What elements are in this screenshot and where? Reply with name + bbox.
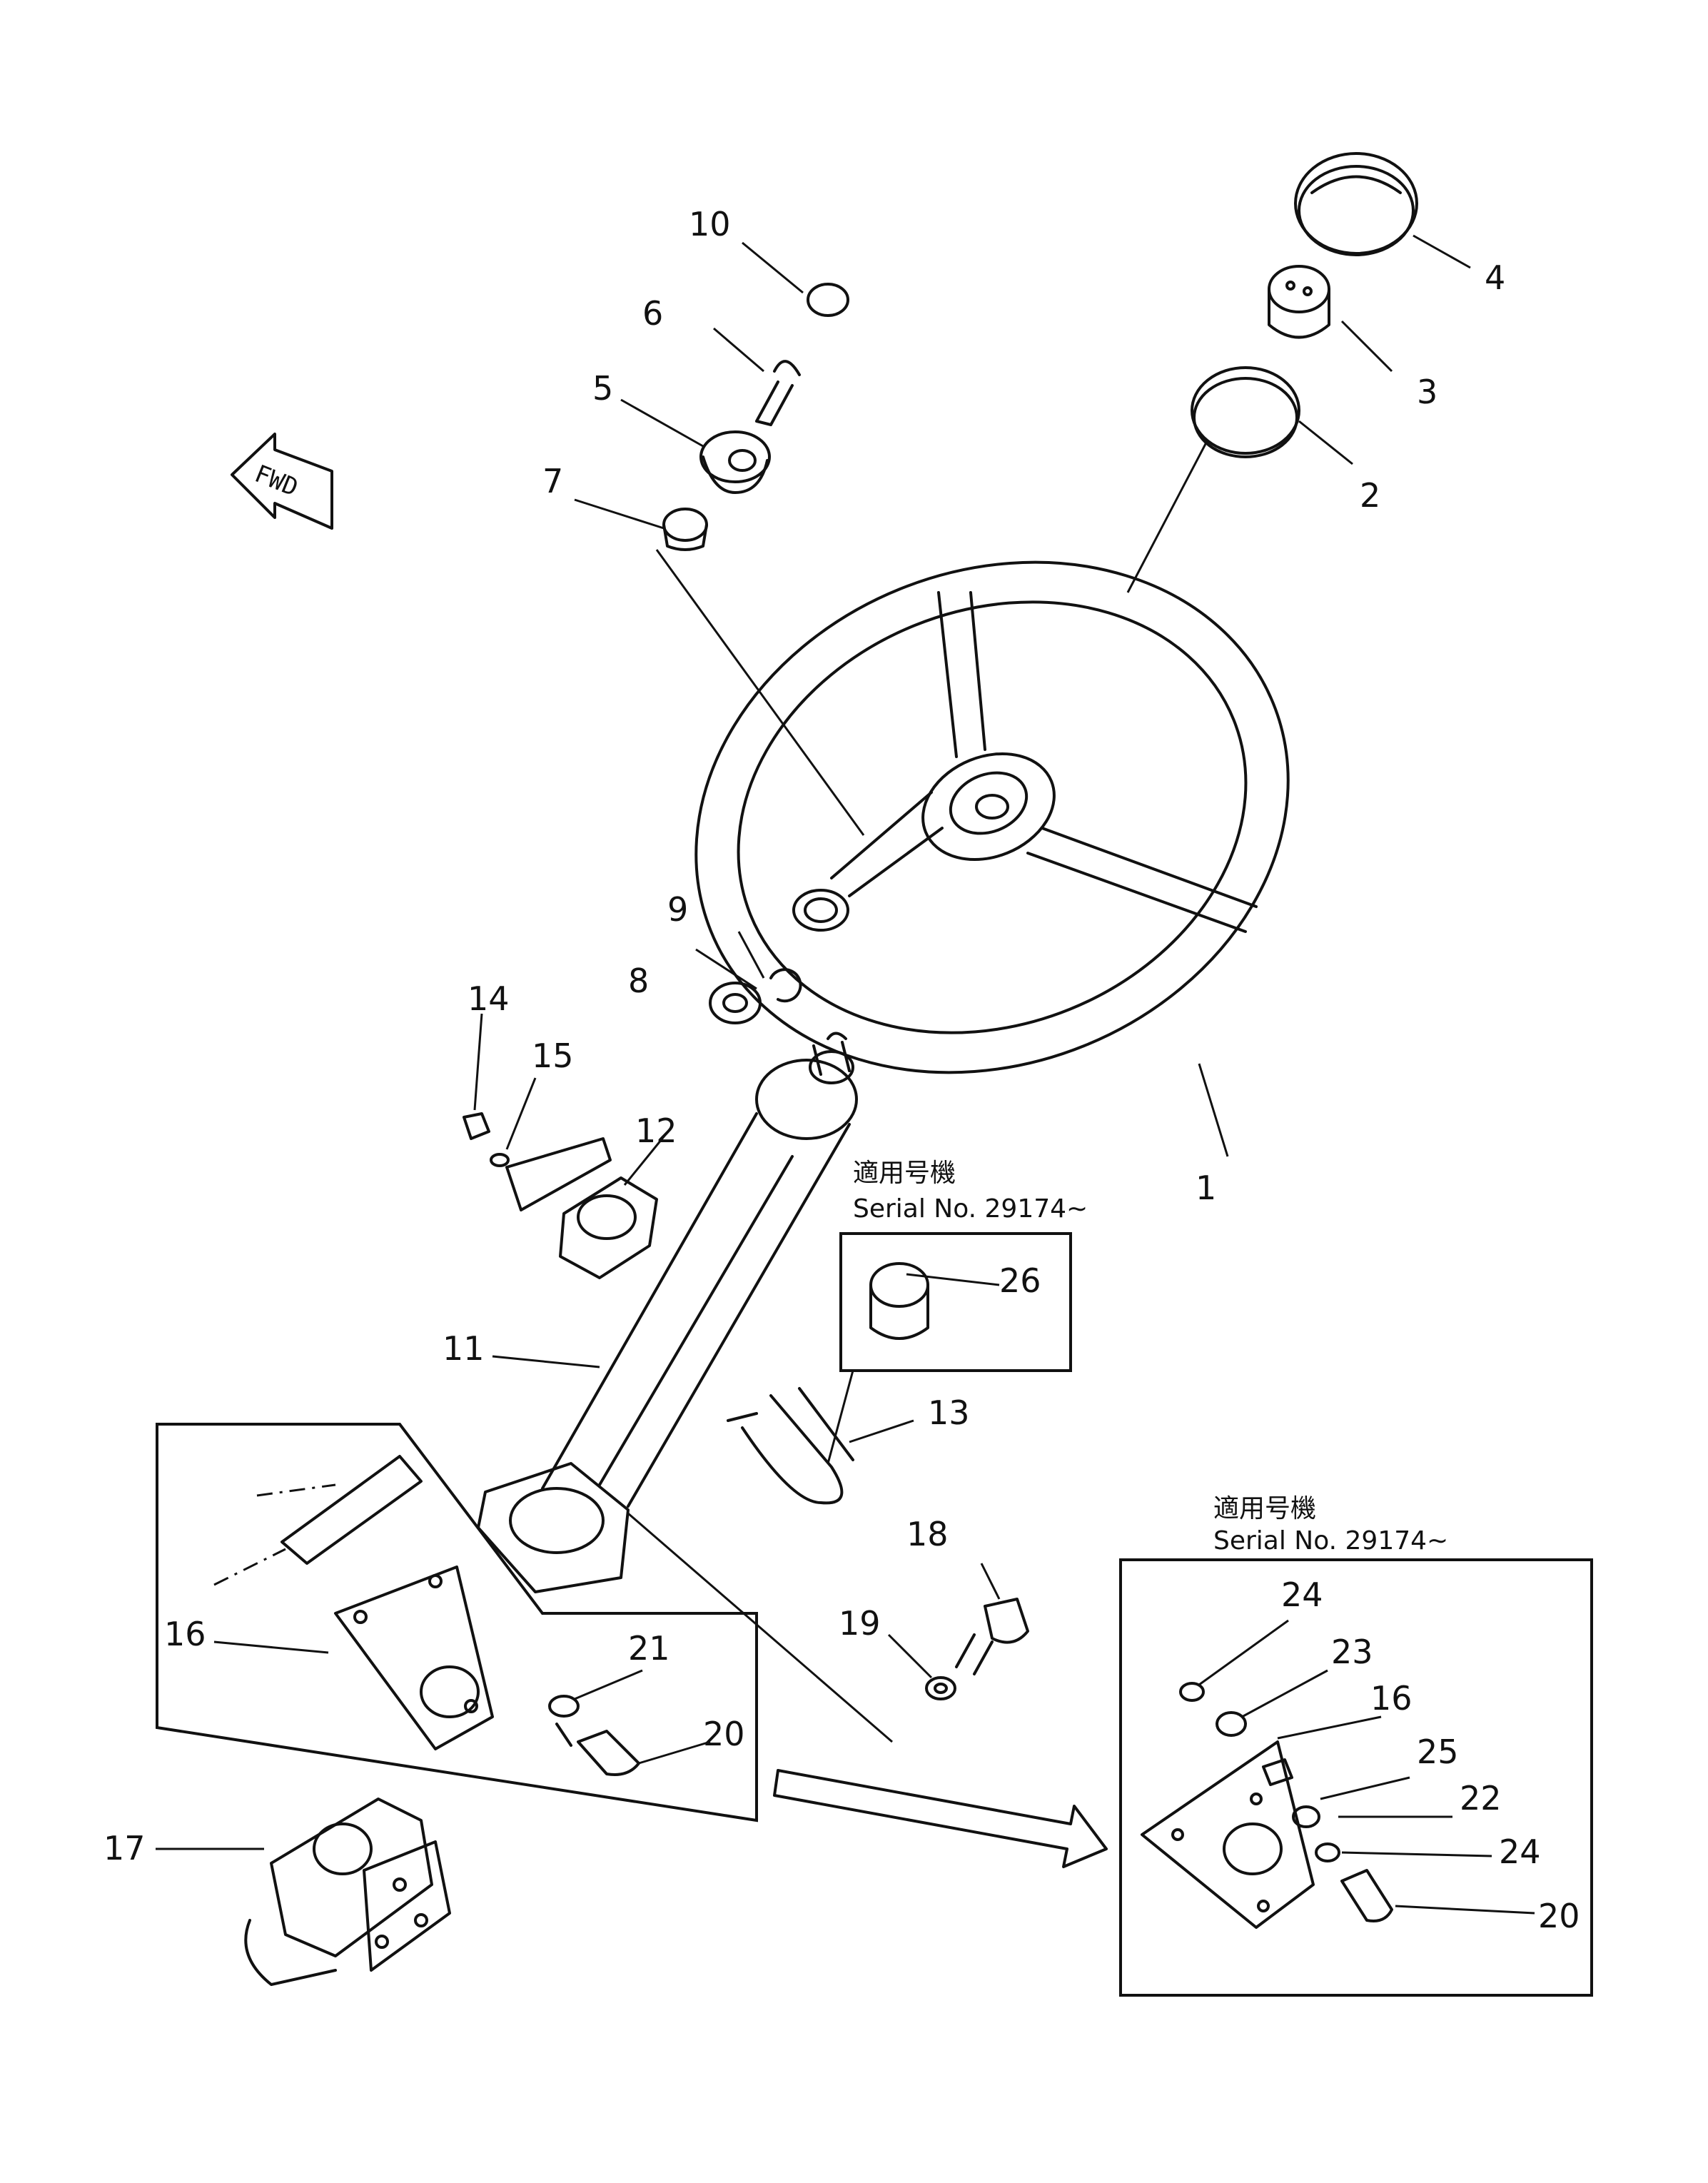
leader-lines — [156, 234, 1535, 1915]
callout-5: 5 — [592, 369, 613, 408]
horn-ring — [1191, 366, 1300, 458]
steering-valve — [244, 1798, 451, 1986]
bolt — [925, 1598, 1029, 1700]
serial-notes: 適用号機 Serial No. 29174∼ 適用号機 Serial No. 2… — [853, 1159, 1448, 1556]
callout-16-left: 16 — [164, 1615, 206, 1653]
callout-labels: 1 2 3 4 5 6 7 8 9 10 11 12 13 14 15 16 1… — [103, 205, 1580, 1935]
callout-22: 22 — [1460, 1779, 1502, 1818]
callout-24-top: 24 — [1281, 1576, 1323, 1614]
callout-6: 6 — [642, 294, 663, 333]
arrow-icon — [773, 1769, 1108, 1868]
callout-26: 26 — [999, 1261, 1041, 1300]
callout-2: 2 — [1360, 476, 1380, 515]
callout-13: 13 — [928, 1393, 970, 1432]
callout-18: 18 — [906, 1515, 949, 1553]
callout-14: 14 — [468, 979, 510, 1018]
steering-wheel — [694, 560, 1290, 1074]
callout-24-bottom: 24 — [1499, 1832, 1541, 1871]
serial-note-upper-line1: 適用号機 — [853, 1159, 956, 1188]
callout-25: 25 — [1417, 1733, 1459, 1771]
callout-12: 12 — [635, 1111, 677, 1150]
bracket-detail — [156, 1423, 758, 1822]
clamp-bracket — [463, 1112, 658, 1279]
spinner-knob — [662, 283, 849, 551]
callout-20-left: 20 — [703, 1715, 745, 1753]
callout-11: 11 — [443, 1329, 485, 1368]
u-bolt — [727, 1387, 854, 1505]
callout-23: 23 — [1331, 1633, 1373, 1671]
horn-switch — [1268, 265, 1330, 339]
forward-marker-text: FWD — [251, 460, 302, 503]
nut-washer — [709, 968, 802, 1024]
serial-box-lower — [1119, 1558, 1593, 1997]
callout-21: 21 — [628, 1629, 670, 1668]
callout-7: 7 — [542, 462, 563, 500]
serial-box-upper — [839, 1232, 1072, 1372]
horn-cap — [1294, 152, 1418, 256]
forward-arrow-icon: FWD — [231, 433, 333, 530]
callout-9: 9 — [667, 890, 688, 929]
callout-19: 19 — [839, 1604, 881, 1643]
callout-3: 3 — [1417, 373, 1437, 411]
callout-16-right: 16 — [1370, 1679, 1413, 1718]
serial-note-upper-line2: Serial No. 29174∼ — [853, 1194, 1088, 1224]
callout-8: 8 — [628, 962, 649, 1000]
serial-note-lower-line2: Serial No. 29174∼ — [1213, 1526, 1448, 1556]
callout-17: 17 — [103, 1829, 146, 1867]
callout-4: 4 — [1485, 258, 1505, 297]
serial-note-lower-line1: 適用号機 — [1213, 1494, 1316, 1523]
callout-15: 15 — [532, 1037, 574, 1075]
callout-1: 1 — [1196, 1169, 1216, 1207]
callout-20-right: 20 — [1538, 1897, 1580, 1935]
callout-10: 10 — [689, 205, 731, 243]
